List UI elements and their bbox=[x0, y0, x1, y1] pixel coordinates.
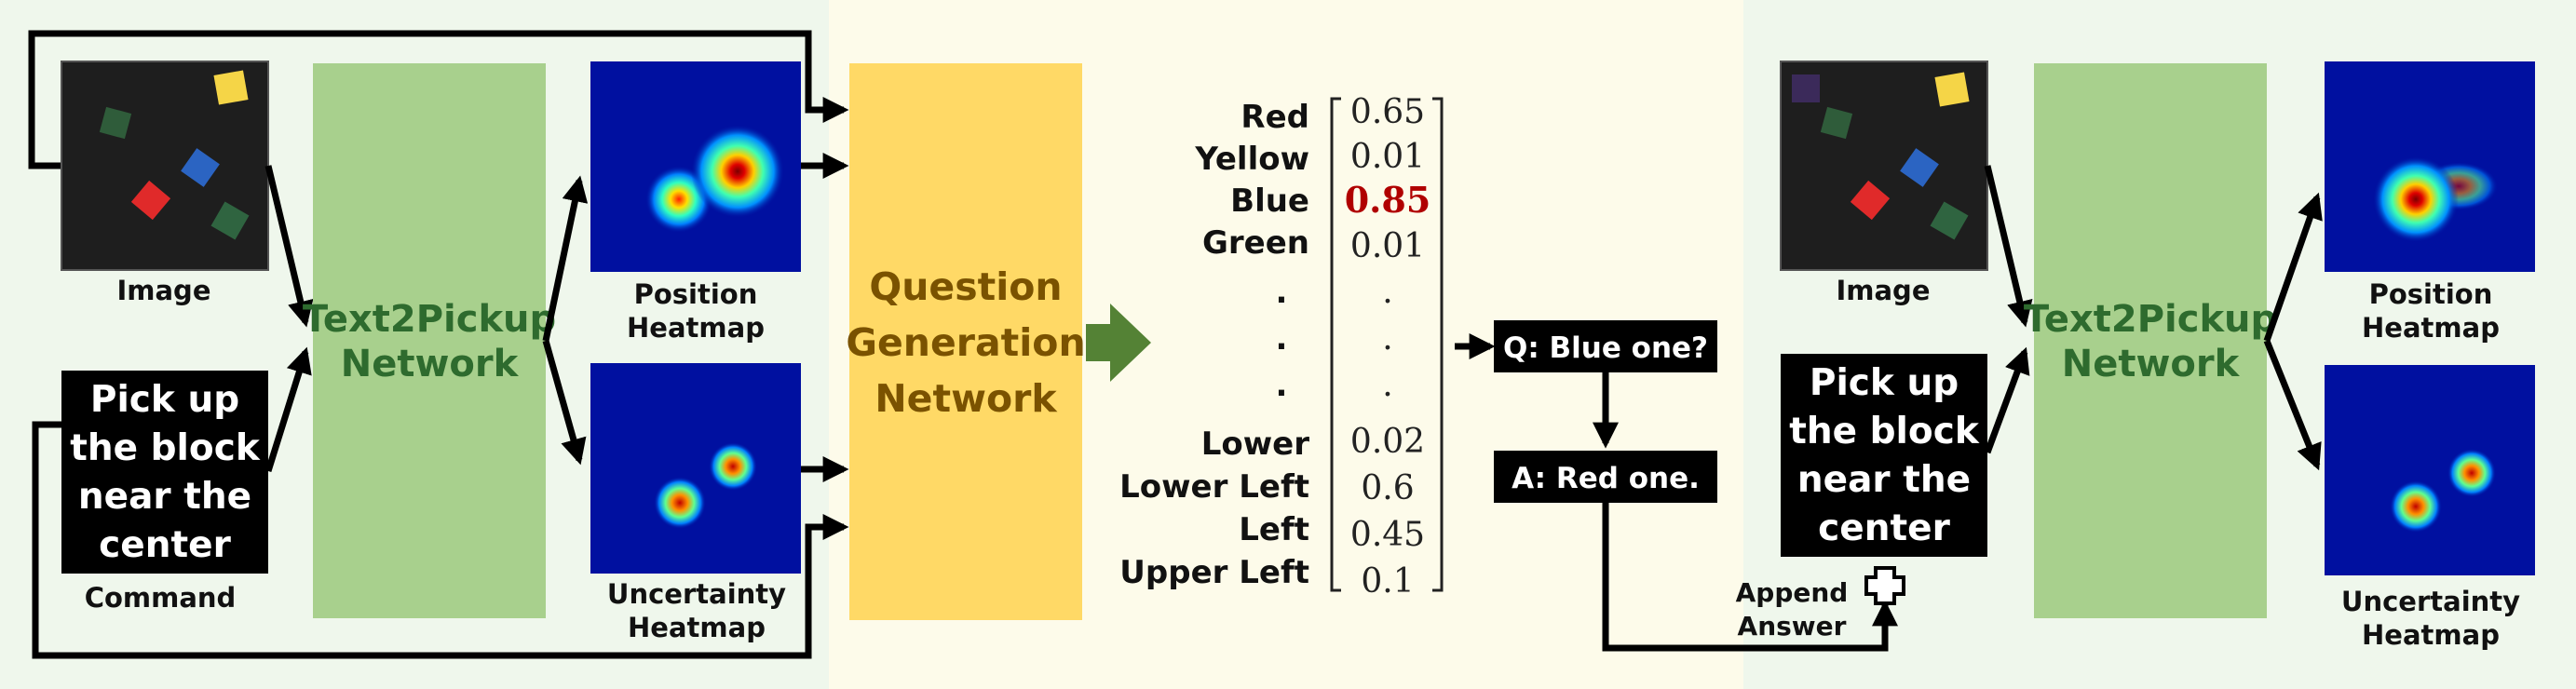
uncertainty-heatmap-label-2: Heatmap bbox=[628, 612, 766, 643]
scene-image bbox=[61, 61, 269, 271]
command-right-to-network-arrow bbox=[1984, 346, 2030, 454]
scene-image-right bbox=[1780, 61, 1988, 271]
position-heatmap-label-1: Position bbox=[634, 278, 758, 310]
uncertainty-heatmap-label-1: Uncertainty bbox=[607, 578, 786, 610]
network-right-label-line-1: Text2Pickup bbox=[2024, 298, 2277, 341]
value-lower: 0.02 bbox=[1350, 423, 1425, 461]
qgen-label-line-3: Network bbox=[874, 376, 1058, 421]
value-upper-left: 0.1 bbox=[1361, 562, 1414, 601]
command-line-4: center bbox=[99, 524, 231, 566]
command-to-network-arrow bbox=[264, 346, 312, 473]
command-right-line-1: Pick up bbox=[1810, 362, 1959, 404]
label-blue: Blue bbox=[1230, 182, 1309, 220]
image-feedback-arrow bbox=[28, 30, 849, 169]
command-label: Command bbox=[85, 582, 237, 614]
label-lower-left: Lower Left bbox=[1119, 468, 1309, 506]
value-red: 0.65 bbox=[1350, 93, 1425, 131]
value-yellow: 0.01 bbox=[1350, 138, 1425, 176]
value-ellipsis-2: . bbox=[1382, 319, 1392, 358]
label-ellipsis-2: . bbox=[1276, 320, 1288, 358]
value-green: 0.01 bbox=[1350, 227, 1425, 265]
append-label-line-2: Answer bbox=[1738, 611, 1847, 642]
answer-append-arrow bbox=[1602, 503, 1898, 652]
answer-text: A: Red one. bbox=[1512, 462, 1700, 495]
network-right-to-uncertainty-arrow bbox=[2263, 339, 2322, 471]
command-box bbox=[61, 371, 268, 574]
command-right-line-4: center bbox=[1818, 507, 1950, 549]
label-ellipsis-1: . bbox=[1276, 274, 1288, 311]
command-right-line-3: near the bbox=[1797, 459, 1971, 501]
question-box bbox=[1494, 320, 1717, 372]
network-right-label-line-2: Network bbox=[2062, 343, 2241, 385]
network-to-uncertainty-arrow bbox=[542, 340, 587, 466]
position-heatmap-label-2: Heatmap bbox=[627, 312, 765, 344]
command-box-right bbox=[1781, 354, 1987, 557]
network-label-line-2: Network bbox=[341, 343, 520, 385]
position-heatmap-right-label-2: Heatmap bbox=[2362, 312, 2500, 344]
command-line-1: Pick up bbox=[90, 379, 239, 421]
position-heatmap bbox=[590, 61, 801, 272]
command-feedback-arrow bbox=[32, 421, 849, 659]
question-generation-network-box bbox=[849, 63, 1082, 620]
answer-box bbox=[1494, 451, 1717, 503]
uncertainty-heatmap-right bbox=[2325, 365, 2535, 575]
value-lower-left: 0.6 bbox=[1361, 469, 1414, 507]
image-right-to-network-arrow bbox=[1984, 165, 2033, 328]
value-ellipsis-1: . bbox=[1382, 273, 1392, 311]
left-bracket bbox=[1330, 97, 1341, 592]
value-ellipsis-3: . bbox=[1382, 366, 1392, 404]
label-left: Left bbox=[1239, 511, 1309, 548]
uncertainty-heatmap bbox=[590, 363, 801, 574]
position-heatmap-right bbox=[2325, 61, 2535, 272]
uncertainty-heatmap-right-label-2: Heatmap bbox=[2362, 619, 2500, 651]
qgen-label-line-1: Question bbox=[869, 264, 1062, 309]
uncertainty-heatmap-right-label-1: Uncertainty bbox=[2341, 586, 2520, 617]
label-upper-left: Upper Left bbox=[1119, 554, 1309, 591]
qgen-output-arrow bbox=[1086, 304, 1151, 382]
label-yellow: Yellow bbox=[1194, 141, 1309, 178]
network-to-position-arrow bbox=[542, 175, 589, 342]
image-label-right: Image bbox=[1836, 275, 1930, 306]
candidate-values: 0.65 0.01 0.85 0.01 . . . 0.02 0.6 0.45 … bbox=[1345, 93, 1431, 601]
qgen-label-line-2: Generation bbox=[846, 320, 1085, 365]
candidate-labels: Red Yellow Blue Green . . . Lower Lower … bbox=[1119, 99, 1309, 591]
text2pickup-network-box bbox=[313, 63, 546, 618]
label-red: Red bbox=[1241, 99, 1309, 136]
right-bracket bbox=[1432, 97, 1444, 592]
value-left: 0.45 bbox=[1350, 516, 1425, 554]
value-blue-highlighted: 0.85 bbox=[1345, 179, 1431, 221]
plus-icon bbox=[1864, 566, 1905, 605]
label-ellipsis-3: . bbox=[1276, 367, 1288, 404]
position-heatmap-right-label-1: Position bbox=[2369, 278, 2493, 310]
label-lower: Lower bbox=[1201, 426, 1309, 463]
text2pickup-network-box-right bbox=[2034, 63, 2267, 618]
label-green: Green bbox=[1202, 224, 1309, 262]
question-text: Q: Blue one? bbox=[1503, 331, 1708, 365]
append-label-line-1: Append bbox=[1736, 577, 1849, 608]
network-right-to-position-arrow bbox=[2263, 192, 2323, 343]
command-right-line-2: the block bbox=[1789, 411, 1980, 453]
image-to-network-arrow bbox=[264, 165, 314, 328]
command-line-3: near the bbox=[78, 476, 251, 518]
command-line-2: the block bbox=[70, 427, 261, 469]
image-label: Image bbox=[116, 275, 210, 306]
network-label-line-1: Text2Pickup bbox=[303, 298, 556, 341]
